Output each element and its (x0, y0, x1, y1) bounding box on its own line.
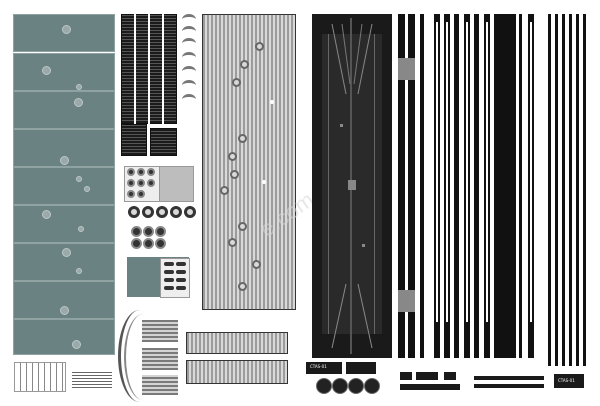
pill-panel (160, 258, 190, 298)
green-plate (13, 91, 115, 129)
green-plate (13, 205, 115, 243)
green-plate (13, 243, 115, 281)
dark-strip-group (150, 128, 177, 156)
striped-strip (186, 360, 288, 384)
dark-strip-group (121, 124, 147, 156)
striped-block (142, 375, 178, 395)
striped-block (142, 348, 178, 370)
green-plate (13, 281, 115, 319)
small-black-part (346, 362, 376, 374)
label-left: CTAS-01 (310, 364, 327, 369)
green-plate (13, 53, 115, 91)
hatched-parts (72, 370, 112, 390)
label-right: CTAS-01 (558, 378, 575, 383)
black-hull-part (312, 14, 392, 358)
small-parts-strip (14, 362, 66, 392)
grey-square (159, 166, 194, 202)
small-black-part (554, 374, 584, 388)
striped-strip (186, 332, 288, 354)
curved-strip (118, 310, 161, 402)
hull-lines (331, 23, 373, 349)
striped-deck (202, 14, 296, 310)
green-plate (13, 14, 115, 52)
small-black-part (306, 362, 342, 374)
green-plate (13, 167, 115, 205)
green-plate (13, 319, 115, 355)
green-plate (13, 129, 115, 167)
